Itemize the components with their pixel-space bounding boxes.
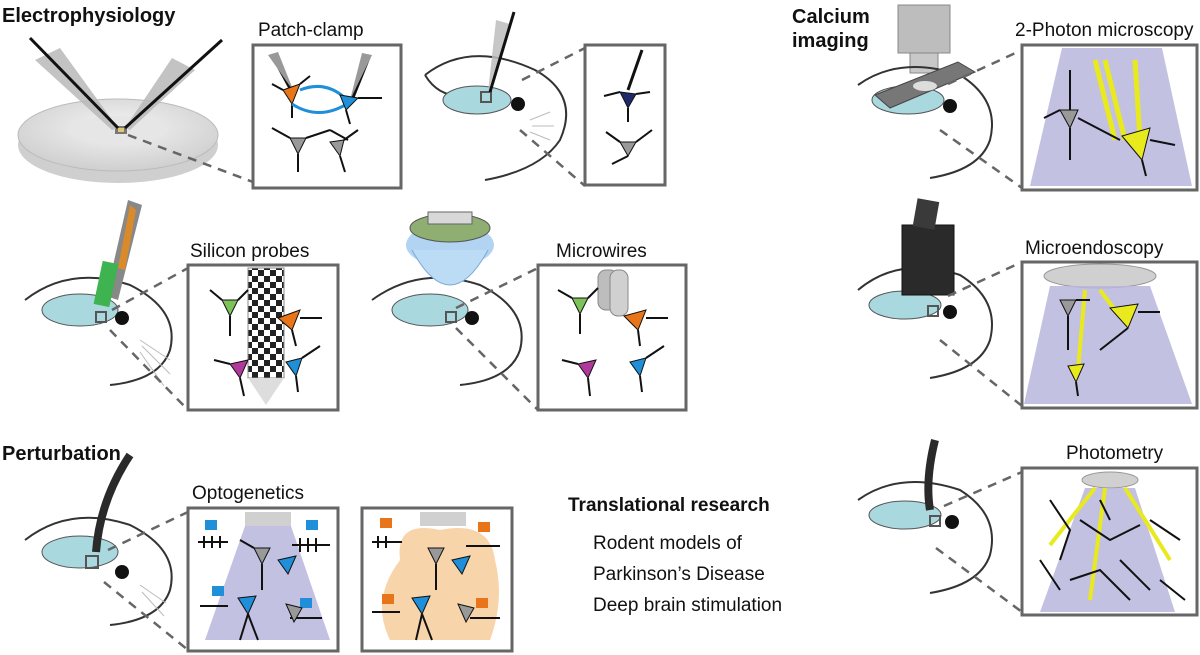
microendoscopy-neurons <box>1024 263 1192 404</box>
translational-item-1: Rodent models of <box>593 533 742 554</box>
translational-item-3: Deep brain stimulation <box>593 595 783 616</box>
label-optogenetics: Optogenetics <box>192 483 304 504</box>
two-photon-neurons <box>1030 48 1192 186</box>
mouse-two-photon <box>857 4 993 179</box>
slice-dish-illustration <box>17 36 224 183</box>
mouse-silicon-probe <box>24 200 173 387</box>
label-photometry: Photometry <box>1066 443 1164 464</box>
patch-invivo-box <box>583 43 667 187</box>
photometry-neurons <box>1039 471 1186 612</box>
translational-item-2: Parkinson’s Disease <box>593 564 765 585</box>
section-calcium-line2: imaging <box>792 30 869 52</box>
optogenetics-neurons-blue <box>198 512 330 641</box>
section-calcium-line1: Calcium <box>792 6 870 28</box>
silicon-probe-neurons <box>209 267 322 405</box>
label-silicon-probes: Silicon probes <box>190 241 310 262</box>
microwire-neurons <box>557 269 668 397</box>
label-patch-clamp: Patch-clamp <box>258 20 364 41</box>
label-two-photon: 2-Photon microscopy <box>1015 20 1194 41</box>
section-perturbation: Perturbation <box>2 443 121 465</box>
optogenetics-neurons-orange <box>372 512 500 641</box>
label-microendoscopy: Microendoscopy <box>1025 238 1164 259</box>
section-electrophysiology: Electrophysiology <box>2 5 176 27</box>
mouse-microendoscopy <box>857 198 993 379</box>
patch-clamp-neurons <box>268 52 382 173</box>
mouse-microwires <box>371 211 523 386</box>
patch-clamp-box <box>251 43 403 190</box>
translational-title: Translational research <box>568 495 770 516</box>
patch-invivo-neurons <box>603 49 653 165</box>
label-microwires: Microwires <box>556 241 647 262</box>
mouse-patch-invivo <box>424 11 568 181</box>
mouse-optogenetics <box>24 452 173 626</box>
mouse-photometry <box>857 439 993 594</box>
